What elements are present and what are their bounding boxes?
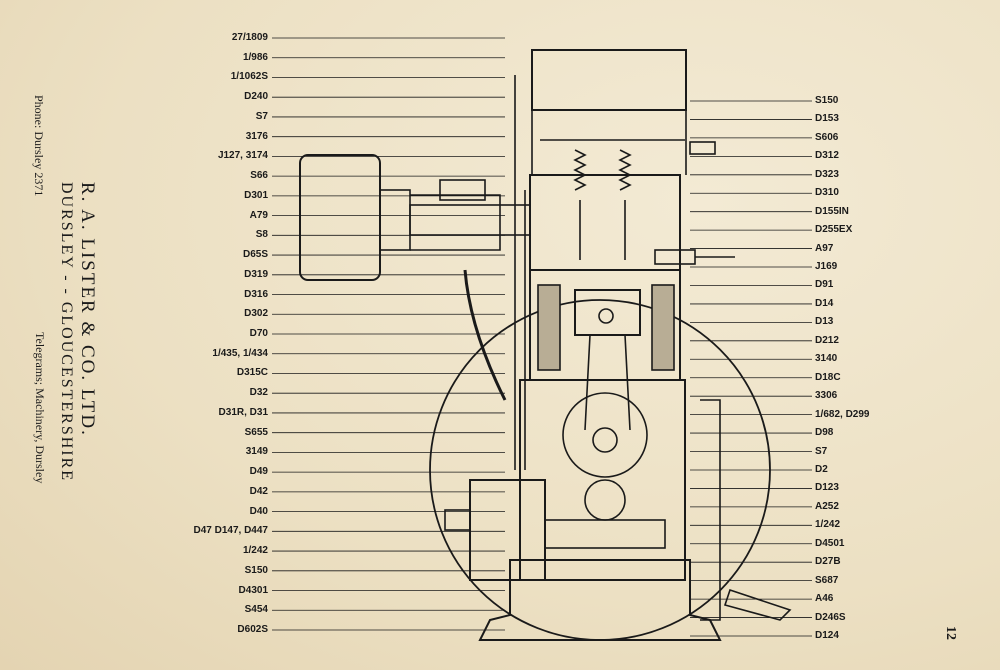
left-part-label: S66 — [250, 170, 268, 182]
right-part-label: D246S — [815, 611, 846, 623]
left-part-label: A79 — [249, 209, 268, 221]
camshaft-gear — [562, 392, 648, 478]
left-part-label: D42 — [249, 485, 268, 497]
company-name: R. A. LISTER & CO. LTD. — [77, 182, 98, 437]
right-part-label: D123 — [815, 482, 839, 494]
right-part-label: D155IN — [815, 205, 849, 217]
right-part-label: D212 — [815, 334, 839, 346]
phone-line: Phone: Dursley 2371 — [32, 95, 46, 197]
left-part-label: D47 D147, D447 — [193, 525, 269, 537]
crank-gear — [584, 479, 626, 521]
page-number: 12 — [943, 626, 958, 640]
right-part-label: D91 — [815, 279, 834, 291]
left-part-label: 27/1809 — [231, 32, 268, 43]
right-part-label: D312 — [815, 150, 839, 162]
right-part-label: D2 — [815, 463, 828, 475]
left-part-label: 1/242 — [242, 545, 268, 557]
right-part-label: D27B — [815, 556, 841, 568]
fuel-pump — [469, 479, 546, 581]
telegrams-line: Telegrams; Machinery, Dursley — [33, 332, 47, 484]
left-part-label: D315C — [236, 367, 268, 379]
left-part-label: D70 — [249, 328, 268, 339]
left-part-label: D319 — [244, 268, 268, 280]
right-part-label: 3140 — [815, 353, 838, 365]
left-part-label: D301 — [244, 189, 268, 201]
right-part-label: S687 — [815, 574, 839, 586]
left-part-label: J127, 3174 — [217, 150, 268, 162]
right-part-label: 1/682, D299 — [815, 408, 870, 420]
cylinder-head — [529, 174, 681, 271]
left-part-label: D4301 — [238, 584, 268, 596]
engine-base — [478, 559, 722, 641]
left-part-label: 3176 — [245, 130, 268, 142]
left-part-label: 3149 — [245, 446, 268, 458]
right-part-label: 3306 — [815, 390, 838, 402]
left-part-label: S8 — [255, 229, 268, 241]
fuel-tank — [531, 49, 687, 111]
right-part-label: D310 — [815, 187, 839, 199]
left-part-label: 1/1062S — [230, 71, 268, 83]
right-part-label: S150 — [815, 95, 839, 106]
right-part-label: D255EX — [815, 224, 853, 236]
right-part-label: A97 — [815, 242, 834, 254]
left-part-label: S150 — [244, 564, 268, 576]
piston — [574, 289, 641, 336]
left-part-label: D316 — [244, 288, 268, 300]
right-part-label: D153 — [815, 113, 839, 125]
left-part-label: D40 — [249, 505, 268, 517]
right-part-label: D323 — [815, 168, 839, 180]
right-part-label: D18C — [815, 371, 841, 383]
left-part-label: 1/435, 1/434 — [212, 347, 268, 359]
right-part-label: D13 — [815, 316, 834, 328]
left-part-label: 1/986 — [242, 51, 268, 63]
left-part-label: D240 — [244, 91, 268, 103]
right-part-label: A252 — [815, 500, 839, 512]
right-part-label: S606 — [815, 131, 839, 143]
left-part-label: D31R, D31 — [218, 406, 268, 418]
air-filter-drum — [299, 154, 381, 281]
right-part-label: D4501 — [815, 537, 845, 549]
right-part-label: D124 — [815, 630, 839, 641]
left-part-label: D302 — [244, 308, 268, 320]
company-address: DURSLEY - - GLOUCESTERSHIRE — [58, 182, 75, 483]
left-part-label: S655 — [244, 426, 268, 438]
right-part-label: 1/242 — [815, 519, 841, 531]
left-part-label: S454 — [244, 604, 268, 616]
left-part-label: S7 — [255, 110, 268, 122]
right-part-label: A46 — [815, 593, 834, 605]
left-part-label: D602S — [237, 624, 268, 635]
left-part-label: D65S — [242, 249, 268, 261]
right-part-label: S7 — [815, 445, 828, 457]
right-part-label: D98 — [815, 427, 834, 439]
left-part-label: D49 — [249, 466, 268, 478]
left-part-label: D32 — [249, 387, 268, 399]
right-part-label: D14 — [815, 297, 834, 309]
right-part-label: J169 — [815, 261, 838, 273]
